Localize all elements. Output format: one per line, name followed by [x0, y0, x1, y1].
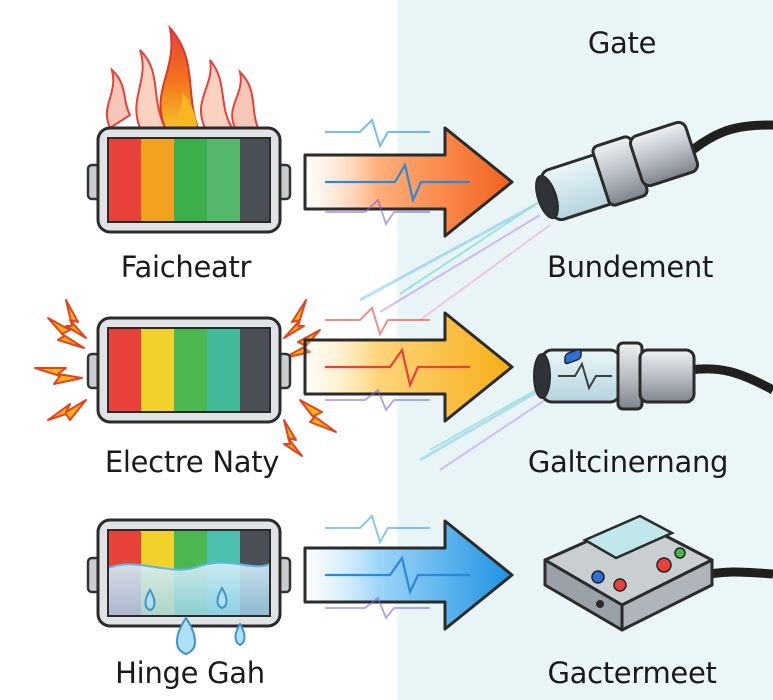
battery-electrical-fault	[86, 316, 292, 424]
device-label-3: Gactermeet	[547, 656, 717, 690]
data-stream-2	[419, 381, 551, 471]
signal-arrow-2	[303, 306, 514, 423]
sensor-probe-icon	[533, 341, 773, 411]
data-stream-1	[359, 197, 551, 321]
device-label-1: Bundement	[546, 250, 714, 284]
page-title: Gate	[587, 26, 657, 60]
signal-arrow-1	[303, 118, 514, 238]
battery-label-1: Faicheatr	[120, 250, 252, 284]
signal-arrow-3	[303, 514, 514, 631]
battery-overheat	[86, 126, 292, 234]
device-label-2: Galtcinernang	[527, 445, 729, 479]
battery-water-damage	[86, 518, 292, 628]
flames-icon	[105, 24, 260, 140]
handheld-meter-icon	[543, 348, 773, 632]
water-drop-icon	[144, 586, 246, 656]
battery-label-3: Hinge Gah	[115, 656, 265, 690]
electric-spark-icon	[34, 299, 337, 457]
sensor-probe-icon	[535, 120, 773, 222]
battery-label-2: Electre Naty	[104, 445, 280, 479]
